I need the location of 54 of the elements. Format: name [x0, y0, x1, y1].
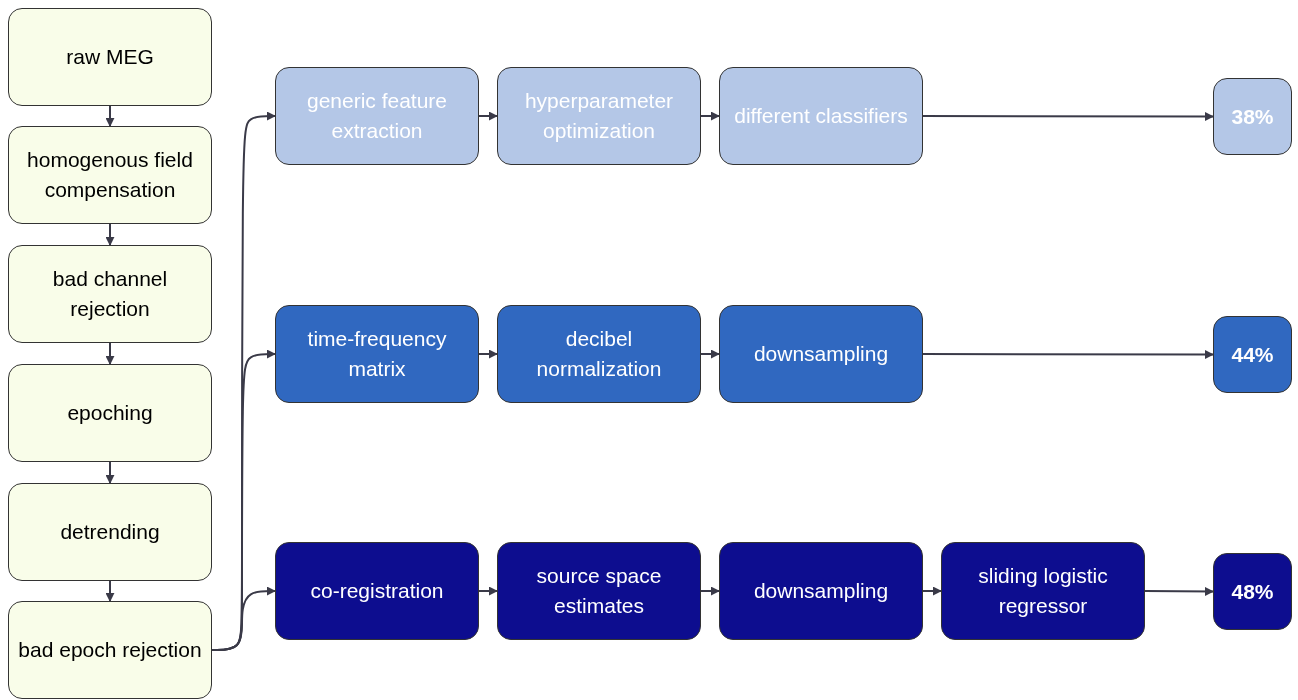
process-box: [8, 364, 212, 462]
node-label: raw MEG: [65, 44, 155, 70]
process-box: [275, 542, 479, 640]
result-box: [1213, 553, 1292, 630]
result-value: 48%: [1230, 578, 1275, 605]
node-label: detrending: [59, 519, 161, 545]
arrow: [700, 349, 720, 359]
arrow: [105, 223, 115, 246]
result-value: 38%: [1230, 103, 1275, 130]
process-box: [497, 305, 701, 403]
process-box: [275, 305, 479, 403]
process-box: [719, 67, 923, 165]
arrow: [922, 112, 1214, 121]
arrow: [922, 586, 942, 596]
node-label: hyperparameter optimization: [523, 88, 675, 144]
node-label: sliding logistic regressor: [977, 563, 1109, 619]
result-box: [1213, 78, 1292, 155]
arrow: [478, 349, 498, 359]
node-label: source space estimates: [535, 563, 663, 619]
process-box: [719, 305, 923, 403]
process-box: [8, 245, 212, 343]
arrow: [700, 111, 720, 121]
process-box: [8, 126, 212, 224]
node-label: epoching: [66, 400, 154, 426]
node-label: co-registration: [309, 578, 445, 604]
process-box: [8, 483, 212, 581]
arrow: [105, 461, 115, 484]
arrow: [700, 586, 720, 596]
arrow: [922, 350, 1214, 359]
node-label: downsampling: [752, 578, 890, 604]
arrow: [478, 586, 498, 596]
result-box: [1213, 316, 1292, 393]
process-box: [275, 67, 479, 165]
node-label: homogenous field compensation: [26, 147, 194, 203]
arrow: [105, 105, 115, 127]
arrow: [105, 580, 115, 602]
process-box: [8, 601, 212, 699]
process-box: [8, 8, 212, 106]
node-label: time-frequency matrix: [306, 326, 448, 382]
process-box: [497, 67, 701, 165]
process-box: [719, 542, 923, 640]
node-label: generic feature extraction: [305, 88, 449, 144]
node-label: decibel normalization: [535, 326, 663, 382]
arrow: [211, 586, 276, 651]
process-box: [941, 542, 1145, 640]
arrow: [105, 342, 115, 365]
node-label: bad channel rejection: [51, 266, 169, 322]
arrow: [478, 111, 498, 121]
node-label: bad epoch rejection: [17, 637, 203, 663]
process-box: [497, 542, 701, 640]
node-label: different classifiers: [733, 103, 909, 129]
result-value: 44%: [1230, 341, 1275, 368]
node-label: downsampling: [752, 341, 890, 367]
arrow: [1144, 586, 1214, 596]
